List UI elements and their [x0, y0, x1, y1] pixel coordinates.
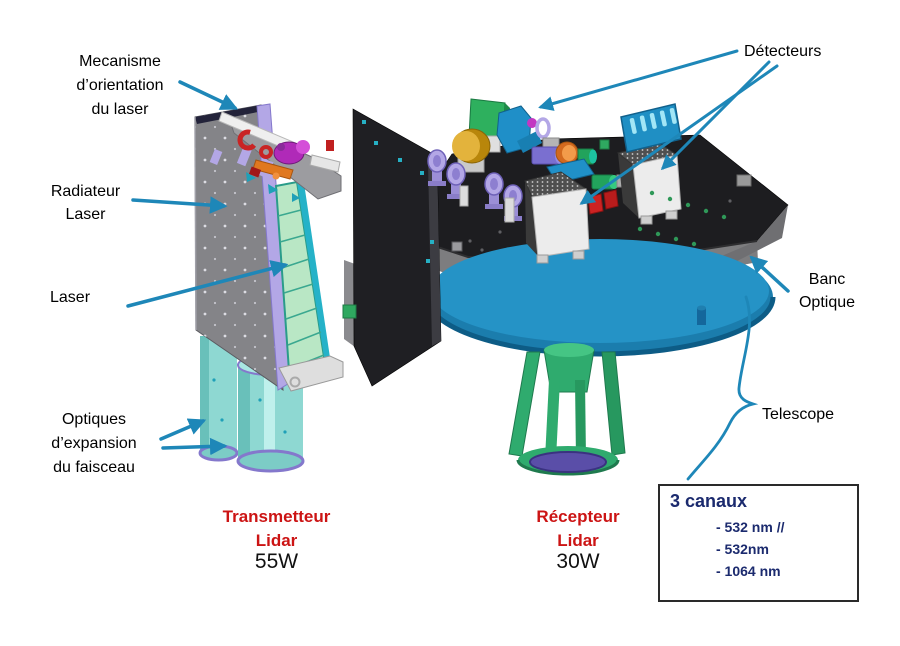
mount-bracket — [278, 355, 344, 392]
detector-radiator — [620, 103, 682, 153]
receiver-assembly — [342, 98, 789, 476]
arrow-radiator — [131, 196, 228, 214]
detector-box-2 — [616, 142, 682, 225]
arrow-detectors-1 — [538, 49, 739, 111]
annotation-arrows — [126, 49, 790, 481]
detector-box-1 — [524, 171, 590, 264]
arrow-optical-bench — [749, 255, 790, 293]
laser-radiator-panel — [194, 103, 292, 392]
label-mechanism: Mecanisme d’orientation du laser — [76, 53, 164, 118]
label-optical-bench: Banc Optique — [798, 271, 856, 311]
channels-title: 3 canaux — [670, 491, 748, 511]
label-transmitter-power: 55W — [254, 550, 299, 573]
arrow-expansion-optics-2 — [161, 437, 228, 456]
label-detectors: Détecteurs — [744, 43, 822, 60]
arrow-laser — [126, 260, 289, 308]
channel-item-3: - 1064 nm — [716, 563, 781, 579]
telescope-disk — [424, 239, 776, 357]
channel-item-2: - 532nm — [716, 541, 769, 557]
label-telescope: Telescope — [762, 406, 835, 423]
label-receiver: Récepteur Lidar — [536, 507, 620, 550]
orientation-mechanism — [209, 111, 342, 202]
arrow-detectors-2 — [660, 60, 771, 171]
telescope-tripod — [508, 343, 626, 476]
optic-mounts — [427, 149, 523, 221]
bench-components — [427, 98, 752, 264]
arrow-detectors-3 — [579, 64, 779, 205]
channel-item-1: - 532 nm // — [716, 519, 785, 535]
label-expansion-optics: Optiques d’expansion du faisceau — [51, 411, 137, 476]
label-transmitter: Transmetteur Lidar — [222, 507, 331, 550]
telescope-brace — [686, 295, 759, 481]
label-laser: Laser — [50, 289, 91, 306]
channels-box: 3 canaux - 532 nm // - 532nm - 1064 nm — [658, 484, 859, 602]
arrow-expansion-optics-1 — [159, 418, 207, 441]
label-radiator: Radiateur Laser — [50, 183, 121, 223]
label-receiver-power: 30W — [556, 550, 600, 573]
transmitter-assembly — [194, 103, 344, 473]
laser-strip — [274, 180, 332, 387]
arrow-mechanism — [178, 80, 239, 110]
side-wall — [342, 108, 442, 387]
